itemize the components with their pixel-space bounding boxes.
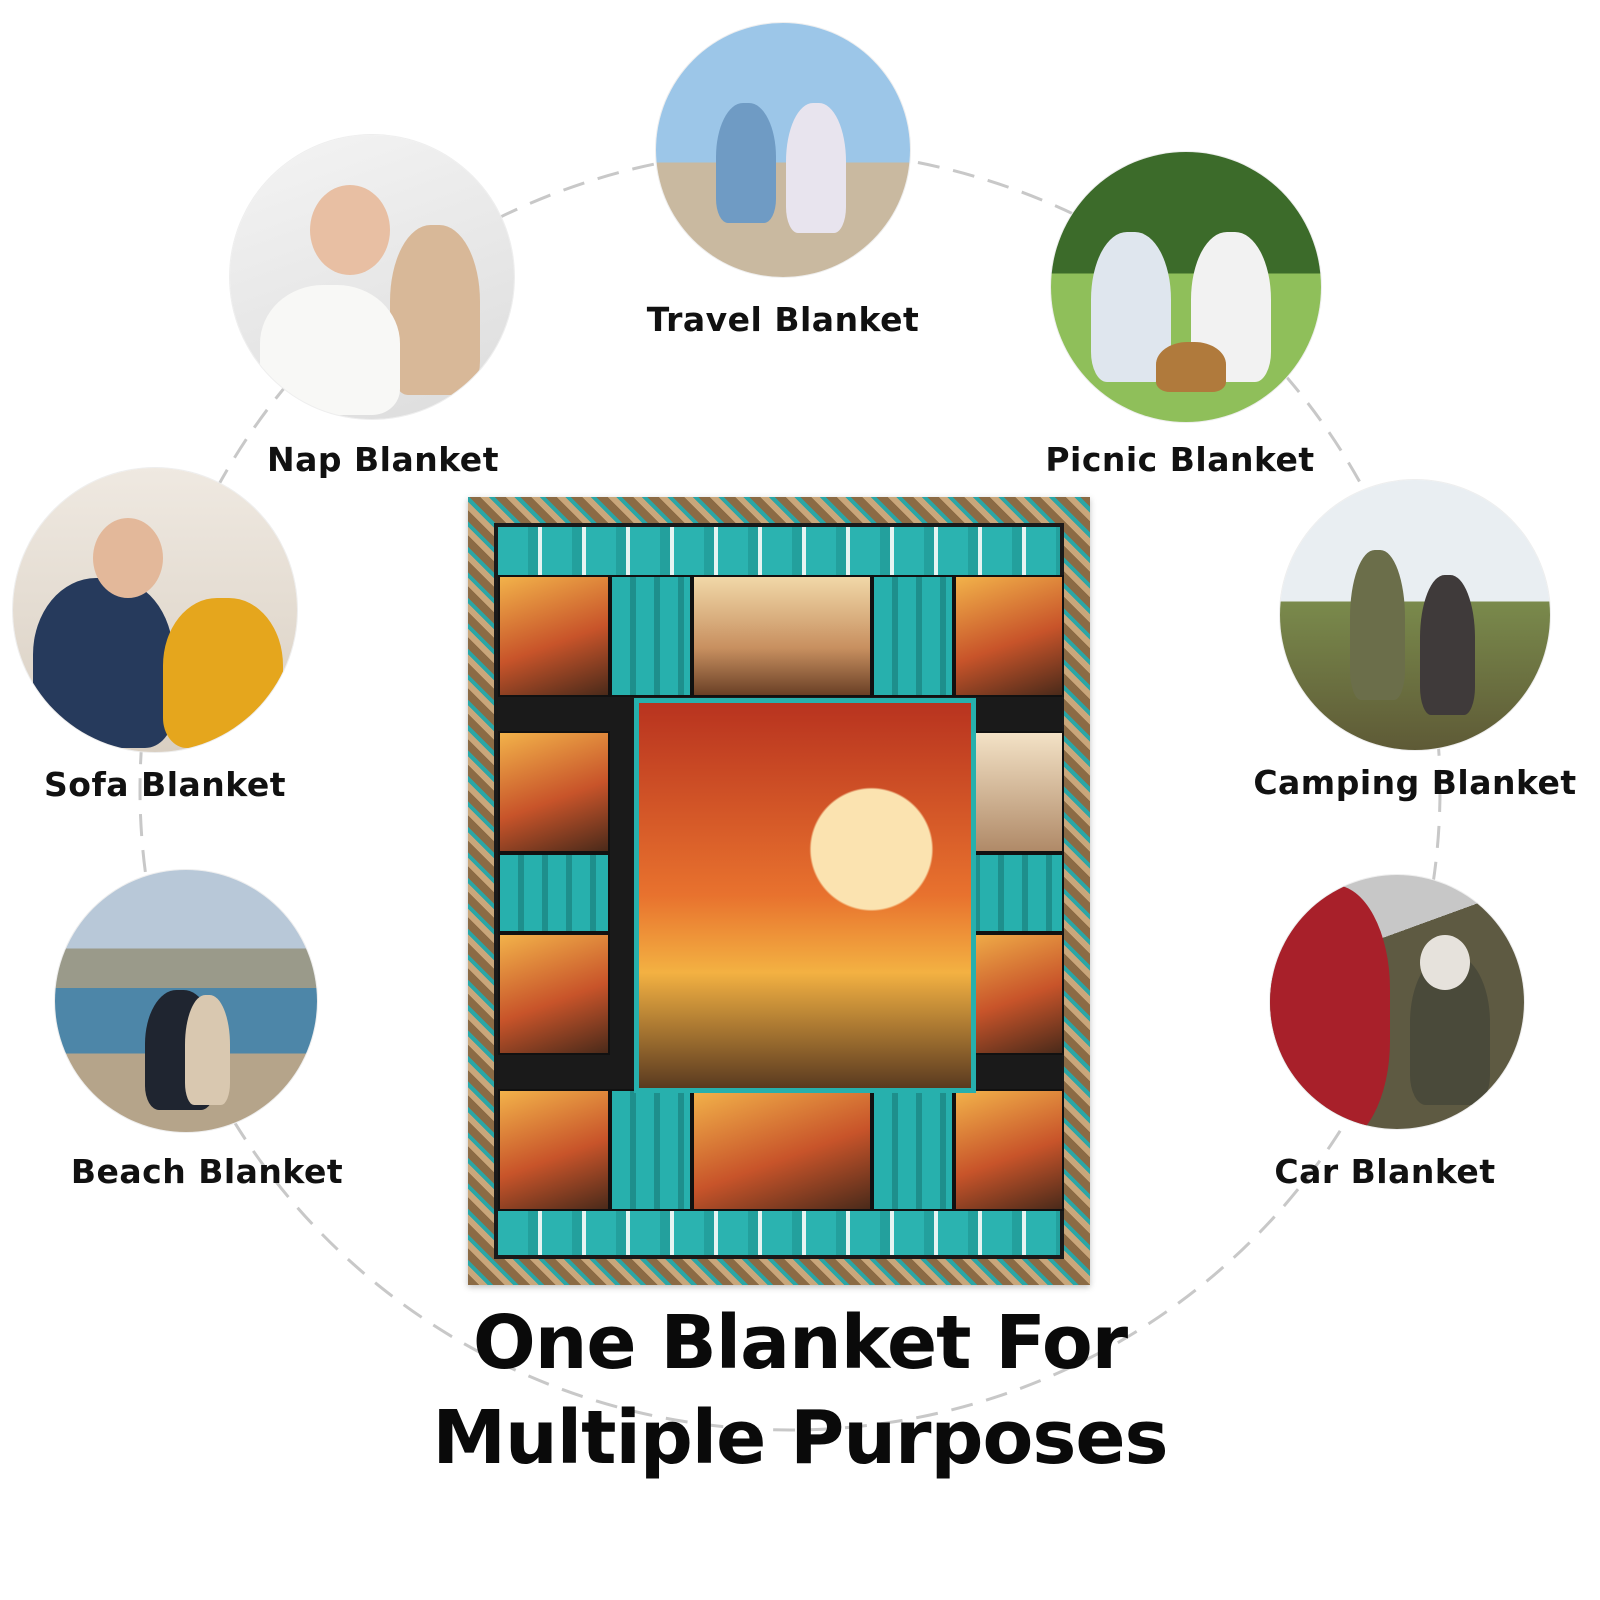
- headline-line2: Multiple Purposes: [432, 1395, 1168, 1481]
- headline-line1: One Blanket For: [472, 1300, 1128, 1386]
- travel-photo: [656, 23, 910, 277]
- use-label-car: Car Blanket: [1274, 1152, 1496, 1191]
- nap-photo: [230, 135, 514, 419]
- use-label-travel: Travel Blanket: [646, 300, 920, 339]
- use-label-sofa: Sofa Blanket: [44, 765, 286, 804]
- blanket-center-artwork: [634, 698, 976, 1093]
- use-label-camping: Camping Blanket: [1253, 763, 1577, 802]
- car-photo: [1270, 875, 1524, 1129]
- beach-photo: [55, 870, 317, 1132]
- camping-photo: [1280, 480, 1550, 750]
- use-label-picnic: Picnic Blanket: [1045, 440, 1315, 479]
- use-label-nap: Nap Blanket: [267, 440, 499, 479]
- use-label-beach: Beach Blanket: [70, 1152, 344, 1191]
- picnic-photo: [1051, 152, 1321, 422]
- sofa-photo: [13, 468, 297, 752]
- product-blanket: [468, 497, 1090, 1285]
